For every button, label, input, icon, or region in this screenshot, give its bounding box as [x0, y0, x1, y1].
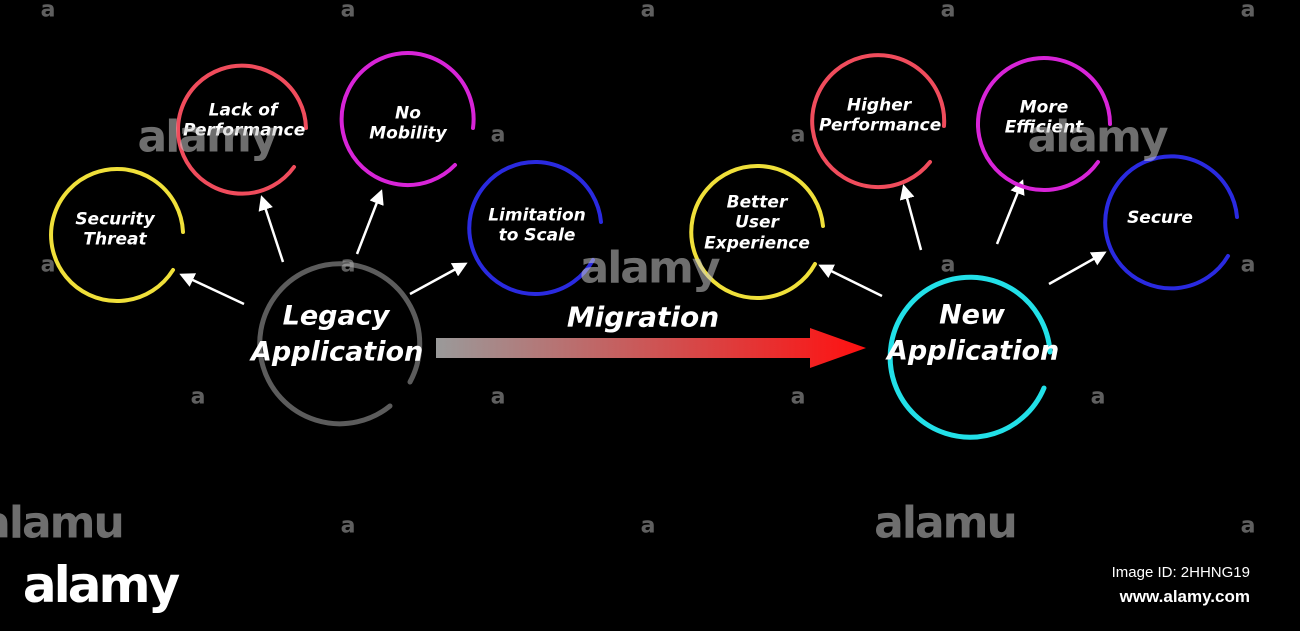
- watermark-letter: a: [640, 0, 656, 23]
- secure-circle: [1103, 154, 1239, 291]
- arrow-to-no-mobility: [355, 189, 384, 255]
- migration-label: Migration: [566, 300, 720, 334]
- limitation-to-scale-label: Limitation to Scale: [488, 205, 586, 246]
- arrow-to-secure: [1048, 251, 1107, 286]
- watermark-letter: a: [940, 252, 956, 278]
- security-threat-circle: [49, 166, 185, 303]
- limitation-to-scale-circle: [467, 160, 603, 296]
- watermark-letter: a: [40, 252, 56, 278]
- arrow-to-lack-of-performance: [258, 195, 285, 263]
- no-mobility-label: No Mobility: [369, 103, 447, 144]
- watermark-letter: a: [790, 384, 806, 410]
- secure-label: Secure: [1127, 207, 1193, 228]
- watermark-partial: alamu: [0, 497, 125, 549]
- watermark-letter: a: [1240, 513, 1256, 539]
- migration-arrow: [436, 328, 866, 368]
- new-application-circle: [887, 274, 1053, 440]
- watermark-letter: a: [490, 384, 506, 410]
- arrow-to-limitation-to-scale: [409, 262, 468, 296]
- legacy-application-label: Legacy Application: [251, 300, 424, 368]
- better-user-experience-label: Better User Experience: [704, 192, 810, 254]
- watermark-letter: a: [340, 0, 356, 23]
- more-efficient-circle: [976, 56, 1112, 192]
- node-circles: [49, 51, 1239, 440]
- image-id: Image ID: 2HHNG19: [1111, 564, 1250, 581]
- arrow-to-better-user-experience: [818, 264, 883, 298]
- watermark-letter: a: [790, 122, 806, 148]
- watermark-brand: alamy: [579, 242, 721, 294]
- security-threat-label: Security Threat: [75, 209, 155, 250]
- site-url: www.alamy.com: [1119, 587, 1250, 606]
- watermark-partial: alamu: [874, 497, 1018, 549]
- watermark-brand: alamy: [137, 111, 279, 163]
- watermark-letter: a: [190, 384, 206, 410]
- watermark-letter: a: [1240, 0, 1256, 23]
- better-user-experience-circle: [689, 164, 825, 300]
- legacy-application-circle: [257, 261, 423, 427]
- watermark-letter: a: [340, 513, 356, 539]
- arrow-to-higher-performance: [899, 184, 923, 251]
- connector-arrows: [179, 179, 1107, 306]
- watermark-letter: a: [1090, 384, 1106, 410]
- alamy-logo: alamy: [22, 556, 180, 614]
- new-application-label: New Application: [887, 299, 1060, 367]
- higher-performance-circle: [810, 53, 947, 190]
- watermark-letter: a: [1240, 252, 1256, 278]
- watermark-letter: a: [490, 122, 506, 148]
- watermark-letter: a: [340, 252, 356, 278]
- lack-of-performance-circle: [176, 63, 308, 196]
- watermark-brand: alamy: [1027, 111, 1169, 163]
- arrow-to-more-efficient: [995, 179, 1025, 245]
- more-efficient-label: More Efficient: [1004, 97, 1084, 138]
- arrow-to-security-threat: [179, 273, 245, 306]
- higher-performance-label: Higher Performance: [819, 95, 942, 136]
- no-mobility-circle: [339, 51, 476, 188]
- watermark-letter: a: [40, 0, 56, 23]
- watermark-letter: a: [940, 0, 956, 23]
- lack-of-performance-label: Lack of Performance: [183, 100, 306, 141]
- watermark-letter: a: [640, 513, 656, 539]
